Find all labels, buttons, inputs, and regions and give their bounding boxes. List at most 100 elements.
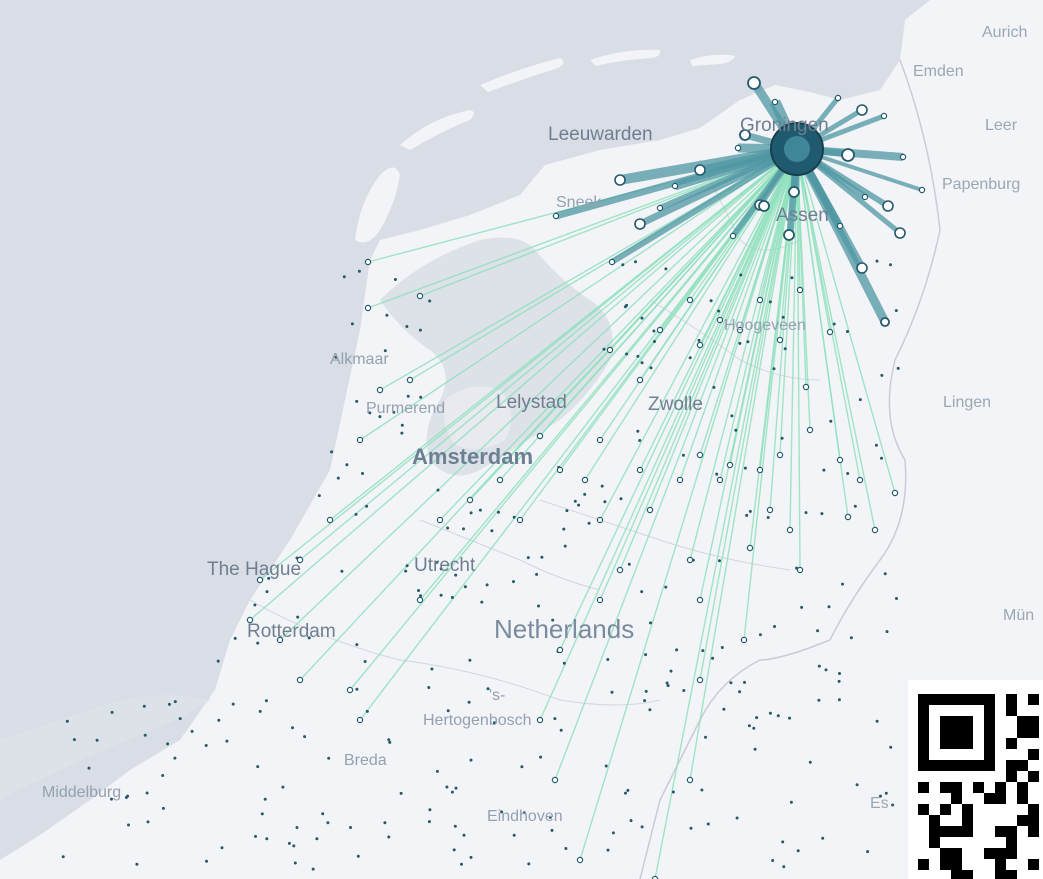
location-dot (745, 513, 749, 517)
location-dot (804, 511, 808, 515)
location-dot (428, 808, 432, 812)
label-s: 's- (489, 687, 505, 704)
destination-node (716, 316, 724, 324)
qr-module (1006, 760, 1017, 771)
location-dot (527, 862, 531, 866)
location-dot (161, 806, 165, 810)
location-dot (666, 684, 670, 688)
location-dot (626, 788, 630, 792)
qr-module (1006, 848, 1017, 859)
qr-module (962, 815, 973, 826)
qr-module (962, 870, 973, 879)
location-dot (880, 456, 883, 460)
location-dot (292, 844, 296, 848)
flow-line (259, 148, 798, 581)
label-hoogeveen: Hoogeveen (724, 317, 806, 334)
destination-node (256, 576, 264, 584)
location-dot (478, 508, 482, 512)
location-dot (436, 488, 440, 492)
flow-line (796, 148, 811, 431)
flow-line (359, 148, 798, 441)
location-dot (512, 515, 516, 519)
location-dot (743, 466, 747, 470)
destination-node (656, 326, 664, 334)
location-dot (383, 349, 387, 353)
destination-node (716, 476, 724, 484)
flow-line (554, 148, 798, 781)
location-dot (849, 636, 853, 640)
destination-node (891, 489, 899, 497)
destination-node (606, 346, 614, 354)
destination-node (740, 636, 748, 644)
qr-module (1006, 738, 1017, 749)
location-dot (529, 460, 532, 463)
flow-line (719, 148, 798, 481)
qr-module (1028, 727, 1039, 738)
flow-line (679, 148, 798, 481)
location-dot (644, 653, 648, 657)
location-dot (738, 341, 742, 345)
location-dot (800, 605, 804, 609)
destination-node (796, 286, 804, 294)
destination-nodes[interactable] (246, 76, 926, 879)
location-dot (669, 669, 673, 673)
destination-node-large (758, 200, 770, 212)
qr-module (984, 848, 995, 859)
qr-module (918, 804, 929, 815)
location-dot (345, 463, 349, 467)
location-dot (664, 585, 668, 589)
location-dot (643, 699, 647, 703)
destination-node-large (841, 148, 855, 162)
label-leer: Leer (985, 117, 1018, 134)
location-dot (233, 636, 237, 640)
location-dot (711, 656, 715, 660)
location-dot (387, 738, 391, 742)
destination-node (746, 544, 754, 552)
location-dot (167, 702, 171, 706)
location-dot (636, 354, 640, 358)
qr-module (951, 848, 962, 859)
label-alkmaar: Alkmaar (330, 351, 389, 368)
location-dot (291, 726, 294, 730)
location-dot (896, 366, 900, 370)
qr-module (1006, 771, 1017, 782)
qr-module (1028, 749, 1039, 760)
qr-module (1028, 716, 1039, 727)
location-dot (640, 316, 644, 320)
location-dot (166, 742, 170, 746)
qr-module (1028, 859, 1039, 870)
label-aurich: Aurich (982, 24, 1027, 41)
location-dot (87, 766, 91, 770)
location-dot (454, 573, 458, 577)
destination-node (844, 513, 852, 521)
location-dot (681, 453, 685, 457)
location-dot (638, 439, 642, 442)
location-dot (321, 812, 325, 816)
destination-node (726, 461, 734, 469)
location-dot (816, 629, 820, 633)
location-dot (771, 859, 775, 862)
location-dot (124, 796, 128, 799)
island-texel (355, 167, 400, 243)
location-dot (342, 275, 346, 279)
location-dot (400, 431, 404, 435)
location-dot (205, 859, 208, 863)
location-dot (565, 509, 569, 513)
qr-code-icon[interactable] (908, 680, 1043, 879)
location-dot (781, 840, 785, 844)
location-dot (540, 555, 544, 559)
destination-node (656, 204, 664, 212)
location-dot (497, 510, 500, 514)
flow-bar (610, 146, 799, 265)
label-amsterdam: Amsterdam (412, 444, 533, 469)
destination-node (596, 436, 604, 444)
destination-node-large (747, 76, 761, 90)
location-dot (439, 567, 443, 571)
destination-node (536, 716, 544, 724)
location-dot (405, 325, 409, 328)
destination-node (636, 376, 644, 384)
qr-module (1017, 815, 1028, 826)
flow-line (599, 148, 798, 601)
